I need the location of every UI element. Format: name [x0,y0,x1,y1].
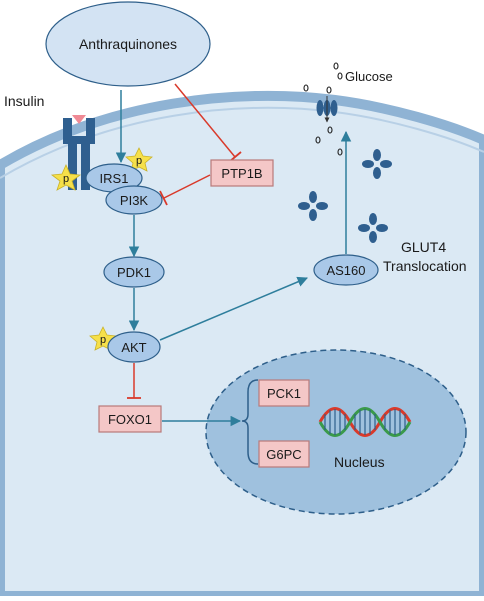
pi3k-label: PI3K [120,193,149,208]
svg-text:p: p [136,155,142,167]
glucose-label: Glucose [345,69,393,84]
as160-label: AS160 [326,263,365,278]
g6pc-node [258,440,310,468]
glut4-label-line1: GLUT4 [401,239,446,255]
glucose-molecule-icon [303,62,343,156]
ptp1b-label: PTP1B [221,166,262,181]
foxo1-label: FOXO1 [108,412,152,427]
foxo1-node [98,405,162,433]
anthraquinones-label: Anthraquinones [79,36,177,52]
arrow-akt-as160 [159,276,308,341]
dna-helix-icon [318,407,412,437]
nucleus-body [205,349,467,515]
glut4-vesicle-icon [298,149,392,243]
gene-bracket [241,379,259,465]
akt-node [107,331,161,363]
ptp1b-node [210,159,274,187]
inhibit-ptp1b-pi3k [163,174,211,199]
pdk1-label: PDK1 [117,265,151,280]
svg-text:p: p [100,334,106,346]
insulin-label: Insulin [4,93,44,109]
inhibit-anthraquinones-ptp1b [174,83,236,158]
nucleus-label: Nucleus [334,454,385,470]
pi3k-node [105,185,163,215]
glut4-label-line2: Translocation [383,258,467,274]
akt-label: AKT [121,340,146,355]
svg-text:p: p [63,173,69,185]
g6pc-label: G6PC [266,447,301,462]
pck1-node [258,379,310,407]
pck1-label: PCK1 [267,386,301,401]
anthraquinones-node [45,1,211,87]
pdk1-node [103,256,165,288]
as160-node [313,254,379,286]
glut4-transporter-icon [316,100,338,116]
inhibit-bar-pi3k [159,190,168,206]
insulin-receptor-icon [63,115,95,190]
irs1-label: IRS1 [100,171,129,186]
phospho-star-irs1: p [125,147,153,172]
phospho-star-receptor: p [50,164,82,191]
